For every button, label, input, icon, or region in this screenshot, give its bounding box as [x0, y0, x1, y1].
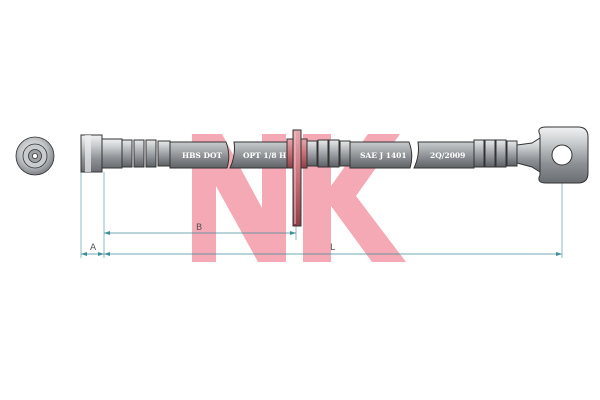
dimension-b-label: B [196, 223, 202, 233]
extension-lines [80, 168, 563, 258]
dimension-a-arrow-left [81, 252, 87, 256]
dimension-a-label: A [90, 243, 97, 253]
middle-ring-3 [328, 139, 340, 168]
banjo-bore [551, 144, 573, 166]
hose-body-1 [169, 141, 230, 169]
left-crimp-ring-3 [145, 139, 157, 168]
left-crimp-ring-1 [121, 139, 133, 168]
dimension-b-arrow-left [104, 231, 110, 235]
dimension-l-arrow-left [104, 252, 110, 256]
dimension-b: B [104, 223, 296, 235]
dimension-l-arrow-right [556, 252, 562, 256]
left-hex-face [85, 135, 91, 172]
right-ring-3 [495, 139, 507, 168]
dimension-l-label: L [330, 243, 335, 253]
hose-marking-2: OPT 1/8 HL [243, 151, 292, 160]
fitting-end-view [15, 136, 55, 176]
hose-marking-1: HBS DOT [182, 151, 222, 160]
dimension-l: L [104, 243, 562, 256]
middle-ring-4 [339, 140, 351, 167]
left-collar [101, 138, 123, 169]
hose-segment-1: HBS DOT [169, 141, 230, 169]
right-fitting [473, 126, 589, 184]
left-crimp-ring-4 [157, 140, 171, 167]
dimension-b-arrow-right [290, 231, 296, 235]
hose-marking-4: 2Q/2009 [430, 151, 465, 160]
hose-body-2 [229, 141, 290, 169]
right-ring-1 [473, 139, 485, 168]
mounting-bracket [286, 129, 308, 227]
hose-marking-3: SAE J 1401 [360, 151, 407, 160]
hose-body-4 [413, 141, 475, 169]
left-hex-nut [80, 134, 103, 173]
left-fitting [80, 134, 171, 173]
hose-segment-2: OPT 1/8 HL [229, 141, 292, 169]
dimension-a-arrow-right [98, 252, 104, 256]
middle-ring-2 [317, 139, 329, 168]
dimension-a: A [81, 243, 104, 256]
bracket-plate [292, 129, 302, 227]
hose-segment-4: 2Q/2009 [413, 141, 475, 169]
right-ring-2 [484, 139, 496, 168]
right-ring-4 [506, 140, 518, 167]
left-crimp-ring-2 [133, 139, 145, 168]
hose-body-3 [349, 141, 413, 169]
hose-segment-3: SAE J 1401 [349, 141, 413, 169]
middle-ring-1 [306, 140, 318, 167]
right-neck [516, 137, 541, 173]
middle-crimp [306, 139, 351, 168]
end-view-bore [32, 152, 39, 159]
